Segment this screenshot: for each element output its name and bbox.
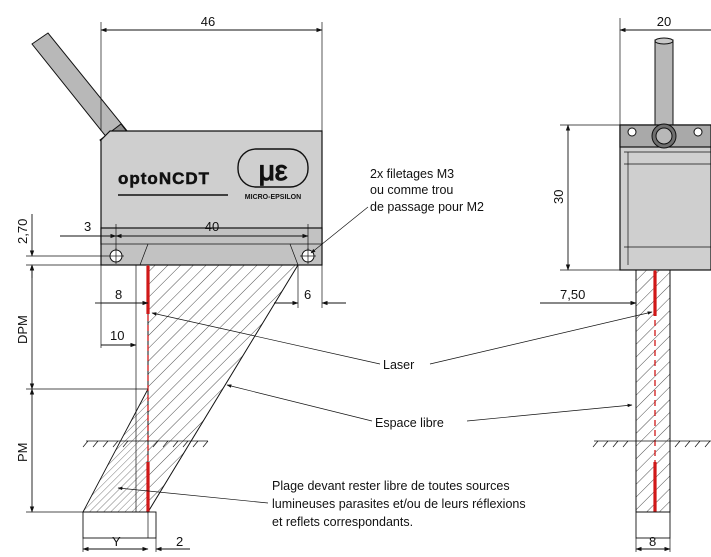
manufacturer-label: MICRO-EPSILON — [245, 194, 301, 201]
logo-mark: με — [259, 155, 288, 186]
stray-light-note-line-3: et reflets correspondants. — [272, 515, 413, 529]
front-view: optoNCDT με MICRO-EPSILON — [15, 14, 346, 552]
free-space-area — [82, 264, 299, 514]
side-dim-laser-offset: 7,50 — [560, 287, 585, 302]
side-dim-width: 20 — [657, 14, 671, 29]
laser-callout: Laser — [151, 311, 653, 372]
dim-clearance-offset: 10 — [110, 328, 124, 343]
dim-right-offset: 6 — [304, 287, 311, 302]
stray-light-note-line-1: Plage devant rester libre de toutes sour… — [272, 479, 510, 493]
measuring-base — [82, 511, 157, 539]
free-space-label: Espace libre — [375, 416, 444, 430]
thread-note-line-3: de passage pour M2 — [370, 200, 484, 214]
mounting-hole-left — [108, 248, 124, 264]
brand-label: optoNCDT — [118, 169, 210, 188]
laser-label: Laser — [383, 358, 414, 372]
dim-bottom-gap: 2 — [176, 534, 183, 549]
dim-hole-spacing: 40 — [205, 219, 219, 234]
thread-note-line-2: ou comme trou — [370, 183, 453, 197]
side-dim-bottom-width: 8 — [649, 534, 656, 549]
dim-height-axis: 2,70 — [15, 219, 30, 244]
side-housing — [619, 123, 711, 271]
side-dim-height: 30 — [551, 190, 566, 204]
dim-width-46: 46 — [201, 14, 215, 29]
side-cable — [654, 39, 674, 137]
side-free-space — [635, 269, 671, 513]
micro-epsilon-logo: με MICRO-EPSILON — [237, 148, 309, 201]
dim-bottom-y: Y — [112, 534, 121, 549]
dim-dpm: DPM — [15, 315, 30, 344]
dim-hole-offset: 3 — [84, 219, 91, 234]
thread-note-line-1: 2x filetages M3 — [370, 167, 454, 181]
dim-pm: PM — [15, 443, 30, 463]
side-view: 20 30 7,50 8 — [540, 14, 711, 552]
stray-light-note: Plage devant rester libre de toutes sour… — [117, 479, 526, 529]
free-space-callout: Espace libre — [226, 384, 633, 430]
thread-note: 2x filetages M3 ou comme trou de passage… — [310, 167, 484, 254]
stray-light-note-line-2: lumineuses parasites et/ou de leurs réfl… — [272, 497, 526, 511]
dim-laser-offset: 8 — [115, 287, 122, 302]
